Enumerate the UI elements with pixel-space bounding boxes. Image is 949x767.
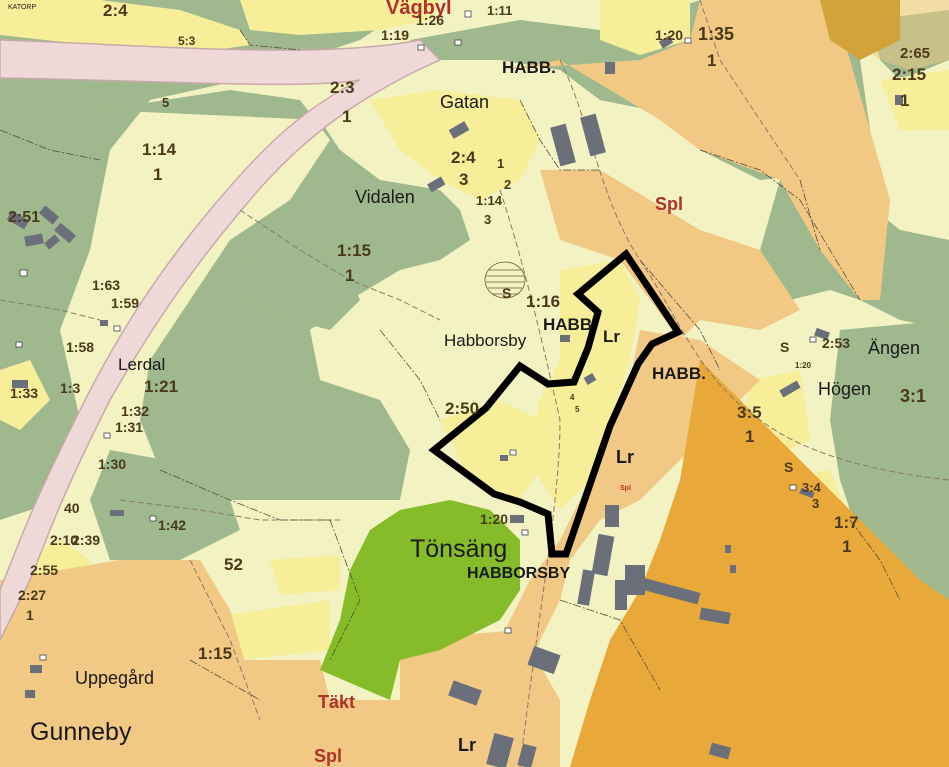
parcel-2: 2 — [504, 177, 511, 192]
parcel-3-4: 3:4 — [802, 480, 822, 495]
parcel-1-h: 1 — [745, 427, 754, 446]
label-gunneby: Gunneby — [30, 718, 132, 746]
zone-takt: Täkt — [318, 692, 355, 712]
parcel-3: 3 — [459, 170, 468, 189]
plan-boundary[interactable] — [428, 248, 684, 558]
parcel-3-1: 3:1 — [900, 386, 926, 406]
buildings — [6, 35, 903, 767]
label-angen: Ängen — [868, 338, 920, 358]
label-vidalen: Vidalen — [355, 187, 415, 207]
parcel-1-i: 1 — [842, 537, 851, 556]
label-habborsby-caps: HABBORSBY — [467, 565, 570, 582]
place-name-labels: Gatan Vidalen Habborsby Lerdal Ängen Hög… — [8, 0, 920, 746]
parcel-1-35: 1:35 — [698, 24, 734, 44]
parcel-2-4: 2:4 — [451, 148, 476, 167]
main-road — [0, 39, 442, 641]
parcel-1-16: 1:16 — [526, 292, 560, 311]
label-habborsby: Habborsby — [444, 331, 527, 350]
parcel-1-15: 1:15 — [337, 241, 371, 260]
label-vagbyl: Vägbyl — [386, 0, 452, 19]
parcel-2-27: 2:27 — [18, 587, 46, 603]
zone-labels: Spl Spl Spl Täkt Lr Lr Lr HABB. HABB. HA… — [314, 58, 706, 766]
park-area — [320, 500, 520, 700]
parcel-1-g: 1 — [26, 607, 34, 623]
label-hogen: Högen — [818, 379, 871, 399]
parcel-2-10: 2:10 — [50, 532, 78, 548]
industrial-dark-area — [570, 0, 949, 767]
label-lerdal: Lerdal — [118, 355, 165, 374]
parcel-2-53: 2:53 — [822, 335, 850, 351]
zone-spl-small: Spl — [620, 485, 631, 492]
parcel-40: 40 — [64, 500, 80, 516]
parcel-1-59: 1:59 — [111, 295, 139, 311]
zone-habb-top: HABB. — [502, 58, 556, 77]
parcel-1-15-b: 1:15 — [198, 644, 232, 663]
parcel-1-19: 1:19 — [381, 27, 409, 43]
parcel-s: S — [502, 285, 511, 301]
label-gatan: Gatan — [440, 92, 489, 112]
zone-spl-bottom: Spl — [314, 746, 342, 766]
parcel-1-42: 1:42 — [158, 517, 186, 533]
label-uppegard: Uppegård — [75, 668, 154, 688]
zone-lr-bottom: Lr — [458, 735, 476, 755]
parcel-1-58: 1:58 — [66, 339, 94, 355]
parcel-4: 4 — [570, 393, 575, 402]
parcel-1-31: 1:31 — [115, 419, 143, 435]
parcel-2-4-top: 2:4 — [103, 1, 128, 20]
parcel-2-55: 2:55 — [30, 562, 58, 578]
parcel-1-c: 1 — [900, 91, 909, 110]
parcel-1-14-left: 1:14 — [142, 140, 177, 159]
parcel-5-3: 5:3 — [178, 34, 196, 48]
parcel-s3: S — [780, 339, 789, 355]
small-outbuildings — [15, 10, 817, 661]
zone-habb-mid: HABB. — [652, 364, 706, 383]
parcel-1-32: 1:32 — [121, 403, 149, 419]
parcel-1-26: 1:26 — [416, 12, 444, 28]
label-tonsang: Tönsäng — [410, 535, 507, 563]
zone-lr-center: Lr — [603, 327, 620, 346]
parcel-1-33: 1:33 — [10, 385, 38, 401]
parcel-1-a: 1 — [342, 107, 351, 126]
parcel-3-b: 3 — [484, 212, 491, 227]
parcel-1-f: 1 — [345, 266, 354, 285]
label-katorp: KATORP — [8, 4, 36, 11]
parcel-1-d: 1 — [153, 165, 162, 184]
parcel-1-30: 1:30 — [98, 456, 126, 472]
zone-spl-top: Spl — [655, 194, 683, 214]
parcel-labels: 2:4 1:26 1:11 1:19 5:3 2:3 1 1:20 1:35 1… — [8, 1, 930, 663]
hatched-area — [484, 261, 526, 299]
zone-lr-right: Lr — [616, 447, 634, 467]
parcel-1-63: 1:63 — [92, 277, 120, 293]
parcel-2-50: 2:50 — [445, 399, 479, 418]
parcel-1-7: 1:7 — [834, 513, 859, 532]
parcel-1-14: 1:14 — [476, 193, 503, 208]
parcel-2-3: 2:3 — [330, 78, 355, 97]
parcel-3-c: 3 — [812, 496, 819, 511]
parcel-5: 5 — [162, 95, 169, 110]
parcel-1-11: 1:11 — [487, 3, 512, 18]
parcel-2-15: 2:15 — [892, 65, 926, 84]
parcel-3-5: 3:5 — [737, 403, 762, 422]
parcel-1-21: 1:21 — [144, 377, 178, 396]
parcel-1-e: 1 — [497, 156, 504, 171]
parcel-52: 52 — [224, 555, 243, 574]
parcel-1-20-r: 1:20 — [795, 361, 812, 370]
parcel-1-20: 1:20 — [480, 511, 508, 527]
property-boundaries — [0, 29, 901, 701]
parcel-2-65: 2:65 — [900, 45, 930, 62]
parcel-2-51: 2:51 — [8, 209, 40, 226]
zone-habb-left: HABB — [543, 315, 592, 334]
parcel-1-3: 1:3 — [60, 380, 80, 396]
parcel-s2: S — [784, 459, 793, 475]
parcel-2-39: 2:39 — [72, 532, 100, 548]
parcel-1-b: 1 — [707, 51, 716, 70]
parcel-1-20-top: 1:20 — [655, 27, 683, 43]
parcel-5b: 5 — [575, 405, 580, 414]
